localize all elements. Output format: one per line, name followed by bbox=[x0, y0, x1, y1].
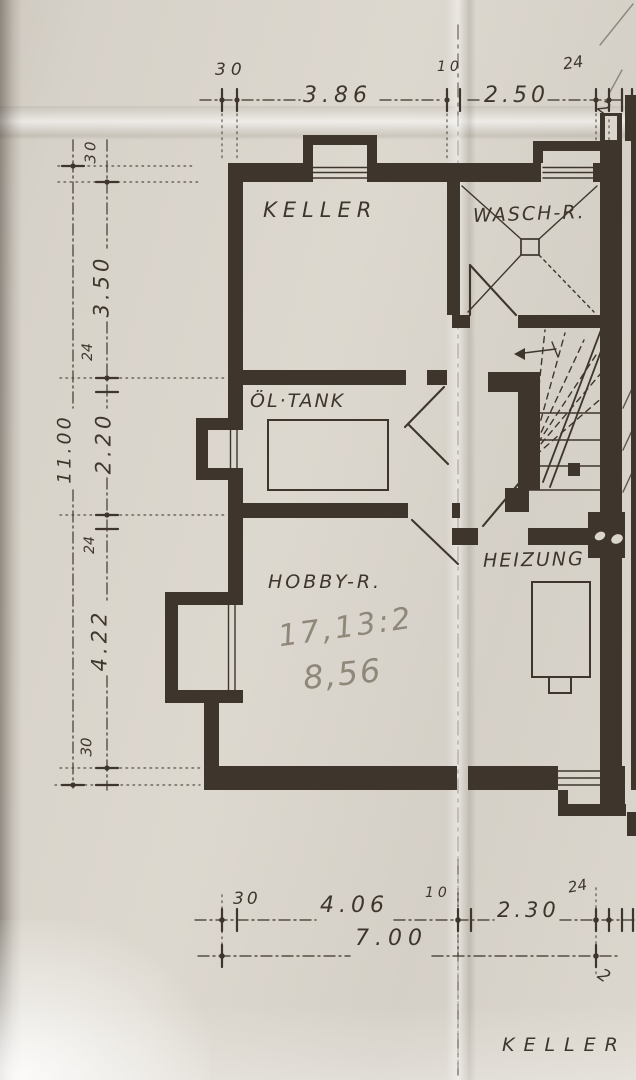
wasch-window-bay bbox=[533, 141, 600, 163]
room-label-heizung: HEIZUNG bbox=[482, 548, 585, 572]
oeltank-window-bay bbox=[196, 418, 243, 480]
dim-bottom-party: 24 bbox=[566, 875, 589, 897]
keller-window-bay bbox=[303, 135, 377, 182]
hobby-top-wall bbox=[243, 503, 408, 518]
stair-direction-arrow bbox=[514, 341, 559, 360]
dim-left-wall-bottom: 30 bbox=[77, 737, 96, 757]
handwritten-result: 8,56 bbox=[301, 650, 385, 698]
oeltank-window bbox=[229, 429, 238, 469]
dim-left-keller-depth: 3.50 bbox=[89, 254, 114, 318]
stair-break-line bbox=[542, 329, 602, 483]
dimension-lines-left bbox=[54, 139, 226, 791]
party-wall bbox=[600, 113, 622, 790]
dim-top-keller-width: 3.86 bbox=[303, 83, 372, 108]
dim-left-hobby-depth: 4.22 bbox=[87, 608, 112, 672]
dim-left-wall-b: 24 bbox=[82, 536, 98, 554]
dim-left-oeltank-depth: 2.20 bbox=[91, 411, 116, 475]
dim-bottom-overall: 7.00 bbox=[355, 926, 428, 951]
keller-wasch-wall bbox=[447, 163, 460, 315]
dimension-lines-top bbox=[199, 87, 636, 163]
dim-bottom-heizung-width: 2.30 bbox=[497, 898, 560, 922]
hobby-window-bay bbox=[165, 592, 243, 703]
dim-left-wall-a: 24 bbox=[80, 343, 96, 361]
chimney bbox=[588, 512, 625, 558]
heizung-top-wall bbox=[452, 528, 478, 545]
windows bbox=[227, 166, 601, 786]
dim-top-wall: 30 bbox=[215, 60, 247, 80]
stair-wall bbox=[488, 372, 540, 490]
oil-tank-outline bbox=[267, 419, 389, 491]
dim-top-mid-wall: 10 bbox=[437, 59, 463, 75]
dimension-lines-bottom bbox=[194, 887, 636, 979]
room-label-oeltank: ÖL·TANK bbox=[250, 390, 346, 412]
party-wall-foot bbox=[600, 766, 625, 816]
heizung-door-swing bbox=[481, 468, 532, 528]
walls bbox=[165, 95, 636, 836]
stair-newel bbox=[568, 463, 580, 476]
neighbor-fragment bbox=[599, 3, 636, 790]
dim-bottom-wall: 30 bbox=[233, 889, 261, 909]
dim-left-wall-top: 30 bbox=[81, 138, 100, 164]
heizung-window bbox=[557, 770, 601, 786]
dim-bottom-hobby-width: 4.06 bbox=[320, 893, 389, 918]
room-label-wasch: WASCH-R. bbox=[472, 201, 586, 227]
wash-drain-symbol bbox=[461, 185, 598, 313]
dim-left-overall: 11.00 bbox=[53, 414, 76, 484]
hobby-door-swing bbox=[410, 518, 460, 566]
boiler-outline bbox=[531, 581, 591, 694]
wasch-door-swing bbox=[468, 263, 518, 317]
stairs bbox=[514, 329, 607, 491]
dim-top-party: 24 bbox=[561, 51, 585, 74]
room-label-keller: KELLER bbox=[263, 198, 378, 222]
dim-bottom-mid-wall: 10 bbox=[425, 885, 451, 901]
hobby-window bbox=[227, 604, 236, 691]
keller-window bbox=[312, 166, 368, 179]
doors bbox=[403, 263, 532, 566]
room-label-keller-neighbor: KELLER bbox=[502, 1036, 627, 1055]
dim-top-wasch-width: 2.50 bbox=[484, 83, 549, 108]
room-label-hobby: HOBBY-R. bbox=[268, 571, 383, 593]
oeltank-door-swing bbox=[407, 423, 450, 466]
wasch-window bbox=[542, 166, 594, 179]
corridor-door-swing-a bbox=[403, 385, 446, 429]
keller-oeltank-wall bbox=[243, 370, 406, 385]
